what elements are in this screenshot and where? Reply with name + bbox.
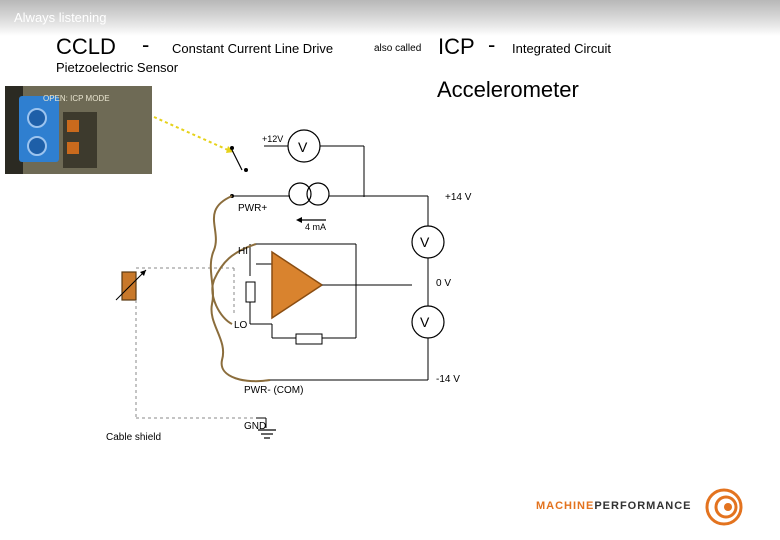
icp-full-name: Integrated Circuit [512,41,611,56]
amplifier [271,250,324,320]
label-gnd: GND [244,421,267,432]
accelerometer-title: Accelerometer [437,77,579,102]
brand-logo-icon [705,488,743,526]
label-4ma: 4 mA [305,222,327,232]
label-meter-right-bottom: V [420,314,430,330]
current-source-left [288,182,312,206]
photo-leader-line [153,116,229,151]
label-lo: LO [234,320,248,331]
icp-title: ICP [438,34,475,59]
switch-arm [231,149,243,171]
top-bar: Always listening [0,0,780,36]
label-meter-right-top: V [420,234,430,250]
label-pwr-minus: PWR- (COM) [244,385,304,396]
ccld-full-name: Constant Current Line Drive [172,41,334,56]
label-plus14v: +14 V [445,192,472,203]
label-pwr-plus: PWR+ [238,203,268,214]
current-source-right [306,182,330,206]
label-cable-shield: Cable shield [106,432,162,443]
title-dash: - [142,32,150,57]
photo-label: OPEN: ICP MODE [43,94,110,103]
input-resistor [245,281,256,303]
brand-name: MACHINEPERFORMANCE [536,500,692,512]
ccld-title: CCLD [56,34,116,59]
brand-name-part2: PERFORMANCE [594,500,692,512]
label-zero-v: 0 V [436,278,452,289]
current-arrow [296,217,302,223]
label-meter-top: V [298,139,308,155]
brand-name-part1: MACHINE [536,500,595,512]
title-dash-2: - [488,32,496,57]
label-hi: HI [238,246,248,257]
cable-wire-2 [211,243,257,325]
feedback-resistor [295,333,323,345]
cable-wire-1 [209,195,271,383]
terminal-block-photo: OPEN: ICP MODE [5,86,152,174]
label-minus14v: -14 V [436,374,460,385]
also-called-text: also called [374,43,422,54]
sensor-type: Pietzoelectric Sensor [56,60,179,75]
tagline: Always listening [14,10,107,25]
piezo-element [121,271,137,301]
label-plus12v: +12V [262,134,284,144]
